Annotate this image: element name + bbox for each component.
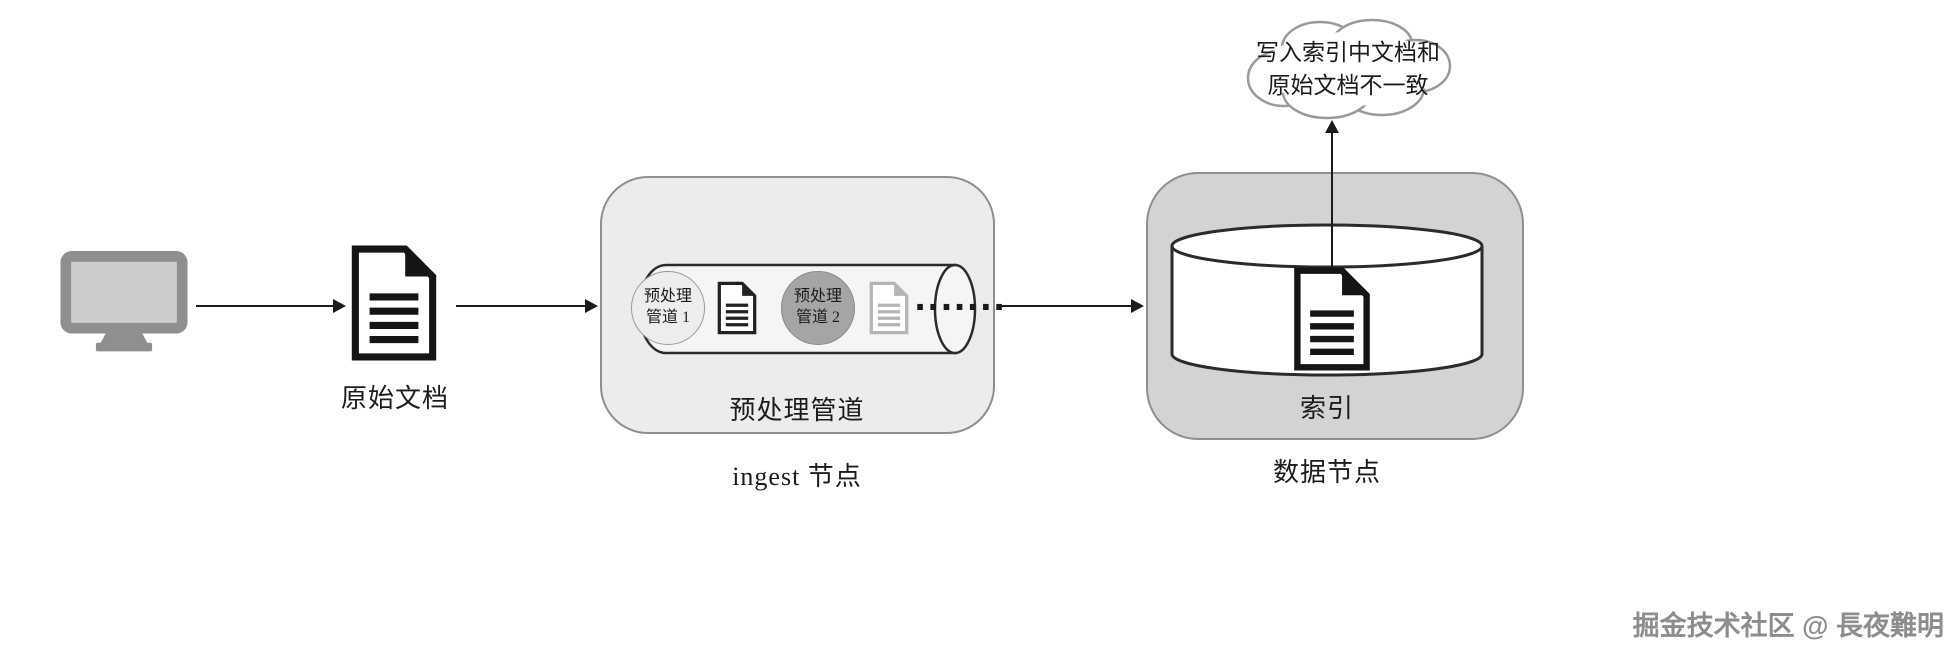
original-document-icon [348,244,440,362]
index-label: 索引 [1299,394,1354,423]
arrow-ingest-to-data-node [1000,299,1144,313]
cloud-annotation-line2: 原始文档不一致 [1267,73,1429,99]
pipeline-label: 预处理管道 [729,396,865,425]
computer-monitor-icon [60,251,188,352]
arrow-index-to-cloud [1325,120,1339,268]
pipeline-stage-2-label-line2: 管道 2 [795,309,840,326]
cloud-annotation-line1: 写入索引中文档和 [1256,40,1440,65]
pipeline-stage-2-label-line1: 预处理 [793,288,842,306]
index-document-icon [1291,266,1373,372]
watermark: 掘金技术社区 @ 長夜難明 [1632,611,1944,641]
annotation-cloud [1246,18,1452,120]
pipeline-stage-1: 预处理 管道 1 [631,271,705,345]
data-node-label: 数据节点 [1272,458,1381,487]
pipeline-stage-2: 预处理 管道 2 [781,271,855,345]
arrow-source-to-document [196,299,346,313]
pipeline-ellipsis-dots: ······· [914,288,1007,326]
pipeline-document-faded-icon [868,281,910,335]
ingest-node-label: ingest 节点 [732,462,862,491]
pipeline-stage-1-label-line1: 预处理 [643,288,692,306]
cloud-annotation-text: 写入索引中文档和 原始文档不一致 [1243,36,1453,103]
original-document-label: 原始文档 [340,384,449,413]
arrow-document-to-ingest [456,299,598,313]
pipeline-document-icon [716,281,758,335]
pipeline-stage-1-label-line2: 管道 1 [645,309,690,326]
